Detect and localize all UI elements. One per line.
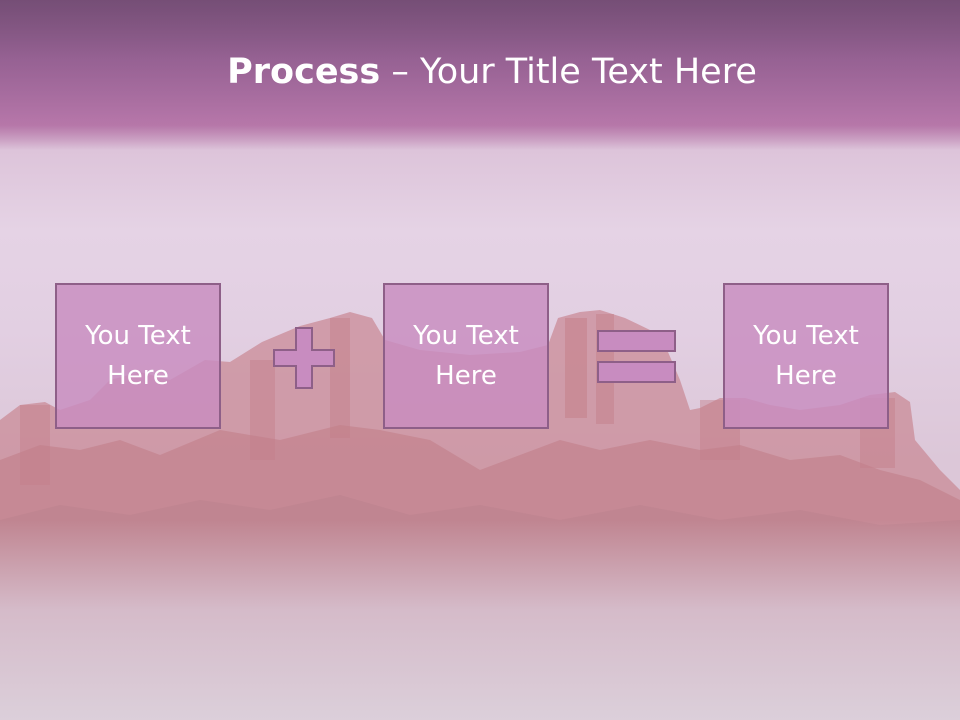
- process-box-1[interactable]: You Text Here: [55, 283, 221, 429]
- plus-icon: [273, 327, 335, 389]
- process-box-1-label: You Text Here: [85, 321, 191, 391]
- equals-icon: [597, 330, 676, 383]
- slide-title[interactable]: Process – Your Title Text Here: [0, 52, 960, 92]
- process-box-2[interactable]: You Text Here: [383, 283, 549, 429]
- process-box-3[interactable]: You Text Here: [723, 283, 889, 429]
- title-rest-text: – Your Title Text Here: [380, 52, 757, 92]
- process-box-2-label: You Text Here: [413, 321, 519, 391]
- foreground-haze: [0, 520, 960, 720]
- title-bold-word: Process: [227, 52, 381, 92]
- process-box-3-label: You Text Here: [753, 321, 859, 391]
- header-band: [0, 0, 960, 150]
